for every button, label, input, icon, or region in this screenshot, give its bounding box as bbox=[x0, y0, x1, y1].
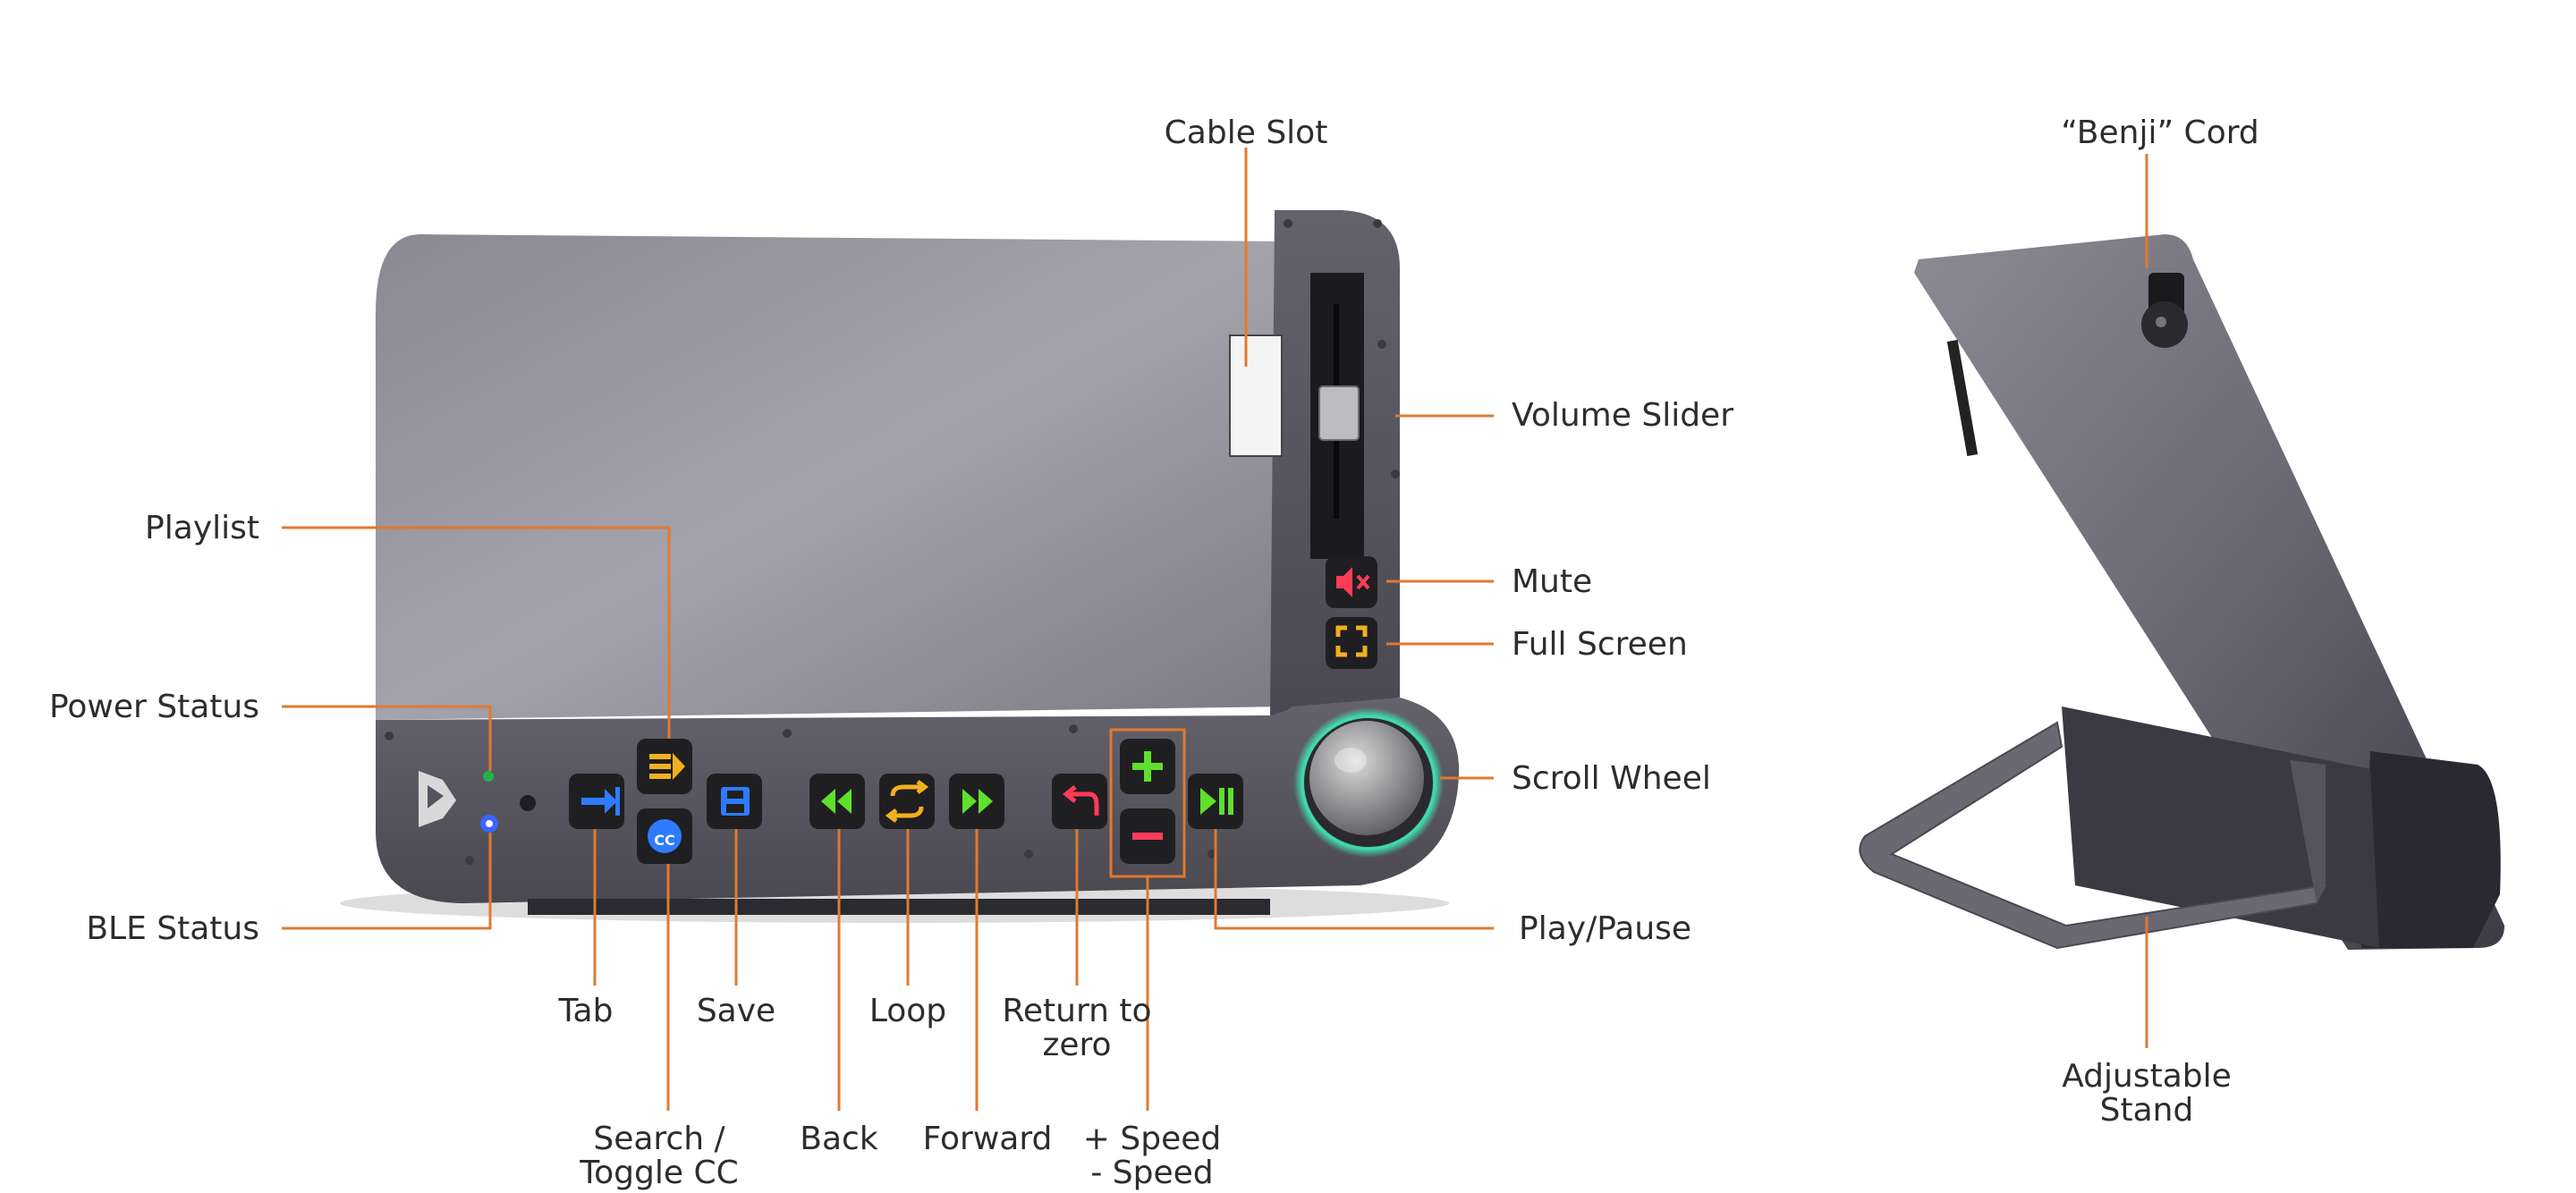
scroll-wheel[interactable] bbox=[1293, 707, 1444, 858]
key-mute[interactable] bbox=[1326, 556, 1377, 608]
play-pause-icon bbox=[1200, 788, 1233, 815]
key-playlist[interactable] bbox=[637, 739, 692, 794]
minus-icon bbox=[1132, 833, 1163, 840]
expand-icon bbox=[1335, 625, 1368, 657]
label-speed-minus: - Speed bbox=[1090, 1155, 1213, 1191]
label-tab: Tab bbox=[558, 993, 614, 1029]
key-search-cc[interactable]: CC bbox=[637, 808, 692, 864]
label-volume-slider: Volume Slider bbox=[1512, 397, 1733, 434]
label-power-status: Power Status bbox=[49, 689, 259, 725]
playlist-icon bbox=[649, 753, 685, 780]
cable-slot bbox=[1229, 334, 1283, 457]
plus-icon bbox=[1132, 751, 1163, 782]
mute-icon bbox=[1336, 567, 1370, 597]
power-status-led bbox=[483, 771, 494, 782]
floppy-disk-icon bbox=[721, 787, 750, 816]
key-save[interactable] bbox=[707, 774, 762, 829]
label-back: Back bbox=[800, 1121, 878, 1157]
label-benji-cord: “Benji” Cord bbox=[2061, 114, 2258, 151]
key-forward[interactable] bbox=[949, 774, 1004, 829]
label-search-line2: Toggle CC bbox=[579, 1155, 738, 1191]
return-arrow-icon bbox=[1062, 785, 1099, 816]
label-search-line1: Search / bbox=[593, 1121, 725, 1157]
label-play-pause: Play/Pause bbox=[1519, 910, 1691, 947]
label-speed-plus: + Speed bbox=[1083, 1121, 1221, 1157]
label-return-to-zero-line2: zero bbox=[1042, 1027, 1111, 1063]
label-save: Save bbox=[697, 993, 775, 1029]
brand-logo bbox=[419, 771, 456, 827]
fast-forward-icon bbox=[962, 789, 993, 814]
key-tab[interactable] bbox=[569, 774, 624, 829]
label-loop: Loop bbox=[869, 993, 946, 1029]
controller-front-view: CC bbox=[340, 210, 1460, 923]
label-adjustable-stand-line2: Stand bbox=[2100, 1092, 2194, 1129]
label-playlist: Playlist bbox=[145, 510, 259, 546]
label-adjustable-stand-line1: Adjustable bbox=[2062, 1058, 2232, 1095]
key-speed-plus[interactable] bbox=[1120, 739, 1175, 794]
key-play-pause[interactable] bbox=[1188, 774, 1243, 829]
callout-labels: Cable Slot Volume Slider Mute Full Scree… bbox=[49, 114, 2259, 1191]
key-speed-minus[interactable] bbox=[1120, 808, 1175, 864]
adjustable-stand bbox=[1859, 721, 2327, 950]
search-cc-icon: CC bbox=[648, 819, 682, 853]
leader-lines bbox=[282, 148, 2148, 1111]
volume-slider-knob[interactable] bbox=[1318, 385, 1360, 441]
tab-arrow-icon bbox=[581, 787, 620, 816]
loop-icon bbox=[885, 780, 929, 823]
label-cable-slot: Cable Slot bbox=[1165, 114, 1328, 151]
label-scroll-wheel: Scroll Wheel bbox=[1512, 760, 1711, 797]
key-back[interactable] bbox=[809, 774, 865, 829]
label-full-screen: Full Screen bbox=[1512, 626, 1688, 663]
tablet-bay bbox=[376, 234, 1288, 720]
key-full-screen[interactable] bbox=[1326, 617, 1377, 669]
svg-text:CC: CC bbox=[654, 832, 674, 849]
label-return-to-zero-line1: Return to bbox=[1002, 993, 1151, 1029]
rewind-icon bbox=[821, 789, 852, 814]
label-mute: Mute bbox=[1512, 563, 1592, 600]
benji-cord-knob bbox=[2141, 273, 2188, 348]
key-return-to-zero[interactable] bbox=[1052, 774, 1107, 829]
key-loop[interactable] bbox=[879, 774, 935, 829]
label-ble-status: BLE Status bbox=[86, 910, 259, 947]
controller-side-view bbox=[1859, 234, 2504, 950]
label-forward: Forward bbox=[923, 1121, 1053, 1157]
